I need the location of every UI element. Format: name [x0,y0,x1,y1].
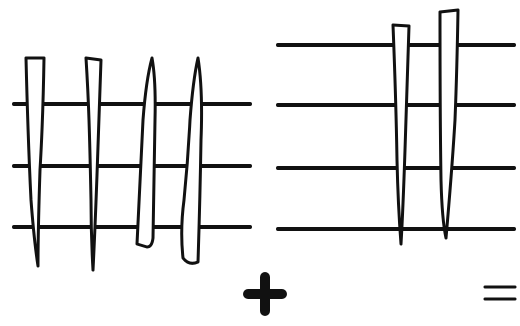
plus-sign [248,277,282,311]
right-stroke-group [278,10,514,244]
right-vertical-stroke-2 [440,10,458,238]
left-vertical-stroke-1 [26,58,44,266]
left-stroke-group [14,58,250,270]
left-vertical-stroke-3 [137,58,155,247]
left-vertical-stroke-4 [182,58,202,263]
right-vertical-stroke-1 [393,25,409,244]
equals-sign [485,287,515,299]
